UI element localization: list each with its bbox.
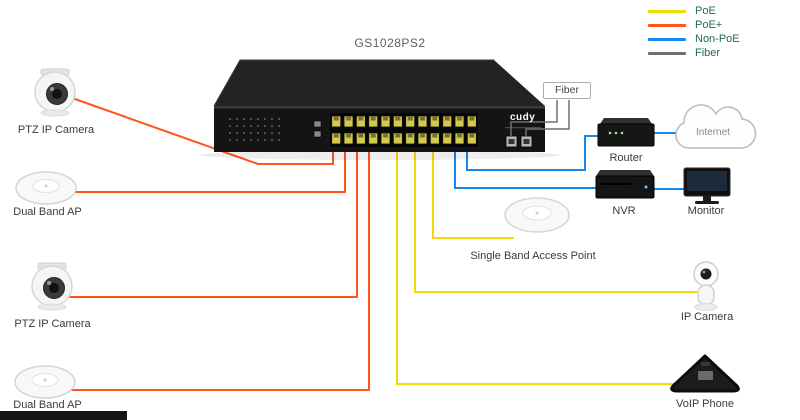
fiber-line-sfp-2	[525, 100, 570, 136]
legend-row-fiber: Fiber	[648, 46, 740, 60]
switch-vents	[228, 117, 280, 145]
legend-row-poe-plus: PoE+	[648, 18, 740, 32]
fiber-line-sfp-1	[510, 100, 558, 136]
voip-phone-label: VoIP Phone	[676, 398, 734, 410]
poe-plus-line-dual-band-ap-top	[44, 146, 346, 193]
ptz-camera-bottom-label: PTZ IP Camera	[14, 318, 91, 330]
switch-top-face	[214, 60, 545, 106]
ip-camera-icon	[693, 261, 719, 311]
poe-plus-line-ptz-camera-bottom	[50, 146, 358, 298]
video-progress-bar	[0, 411, 127, 420]
legend-row-poe: PoE	[648, 4, 740, 18]
poe-line-voip-phone	[396, 146, 700, 385]
poe-plus-line-swatch	[648, 23, 686, 27]
single-band-ap-icon	[504, 197, 570, 233]
switch-rj45-ports	[330, 113, 478, 147]
switch-front-highlight	[214, 106, 545, 109]
poe-plus-line-ptz-camera-top	[71, 97, 334, 165]
dual-band-ap-bottom-icon	[14, 365, 76, 399]
legend-label-fiber: Fiber	[695, 47, 721, 59]
poe-plus-lines	[43, 97, 370, 391]
switch-console-port	[313, 120, 322, 128]
ptz-camera-bottom-icon	[31, 262, 73, 311]
nvr-label: NVR	[612, 205, 636, 217]
poe-line-swatch	[648, 9, 686, 13]
single-band-ap-label: Single Band Access Point	[470, 250, 596, 262]
switch-shadow	[200, 150, 560, 160]
internet-cloud-icon	[675, 104, 757, 149]
sfp-port-1-slot	[508, 139, 515, 144]
monitor-label: Monitor	[687, 205, 725, 217]
fiber-lines	[510, 100, 570, 136]
legend-row-non-poe: Non-PoE	[648, 32, 740, 46]
internet-label: Internet	[696, 127, 730, 138]
legend-label-poe-plus: PoE+	[695, 19, 723, 31]
poe-lines	[396, 146, 706, 385]
dual-band-ap-top-label: Dual Band AP	[13, 206, 82, 218]
switch-reset-button	[313, 130, 322, 138]
monitor-icon	[683, 167, 731, 204]
router-icon	[597, 118, 655, 147]
ip-camera-label: IP Camera	[680, 311, 734, 323]
network-switch	[200, 59, 560, 160]
switch-model-label: GS1028PS2	[354, 36, 426, 50]
dual-band-ap-top-icon	[15, 171, 77, 205]
ptz-camera-top-icon	[34, 68, 76, 117]
poe-line-single-band-ap	[432, 146, 514, 239]
non-poe-line-nvr	[454, 146, 620, 189]
non-poe-line-swatch	[648, 37, 686, 41]
voip-phone-icon	[670, 354, 740, 393]
legend-label-poe: PoE	[695, 5, 716, 17]
sfp-port-2-slot	[523, 139, 530, 144]
poe-plus-line-dual-band-ap-bottom	[43, 146, 370, 391]
router-label: Router	[609, 152, 643, 164]
dual-band-ap-bottom-label: Dual Band AP	[13, 399, 82, 411]
nvr-icon	[595, 170, 655, 199]
poe-line-ip-camera	[414, 146, 706, 293]
switch-brand-logo: cudy	[510, 112, 536, 123]
ptz-camera-top-label: PTZ IP Camera	[17, 124, 95, 136]
fiber-callout: Fiber	[543, 82, 591, 99]
non-poe-line-router	[466, 135, 620, 171]
fiber-line-swatch	[648, 51, 686, 55]
switch-fineprint	[505, 127, 541, 129]
switch-top-edge	[213, 59, 494, 107]
legend: PoE PoE+ Non-PoE Fiber	[648, 4, 740, 60]
legend-label-non-poe: Non-PoE	[695, 33, 740, 45]
